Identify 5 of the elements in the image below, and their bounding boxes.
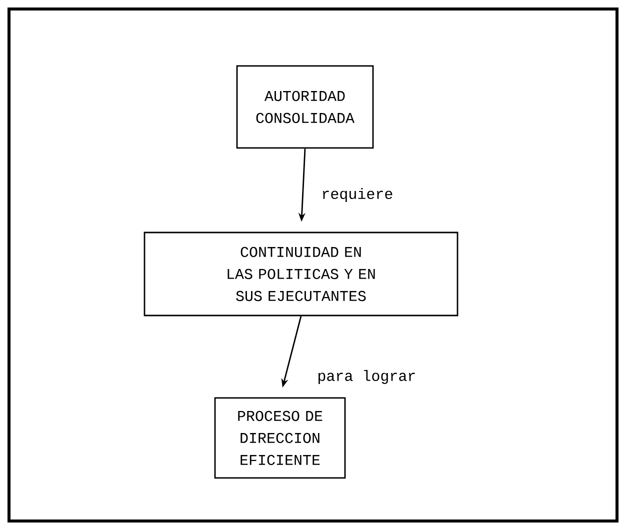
process-box: AUTORIDAD CONSOLIDADA bbox=[236, 65, 374, 149]
process-box: CONTINUIDAD EN LAS POLITICAS Y EN SUS EJECUTANTES bbox=[144, 232, 458, 316]
process-box: PROCESO DE DIRECCION EFICIENTE bbox=[214, 397, 346, 479]
edge-label: para lograr bbox=[316, 369, 418, 385]
edge-label: requiere bbox=[320, 187, 394, 203]
